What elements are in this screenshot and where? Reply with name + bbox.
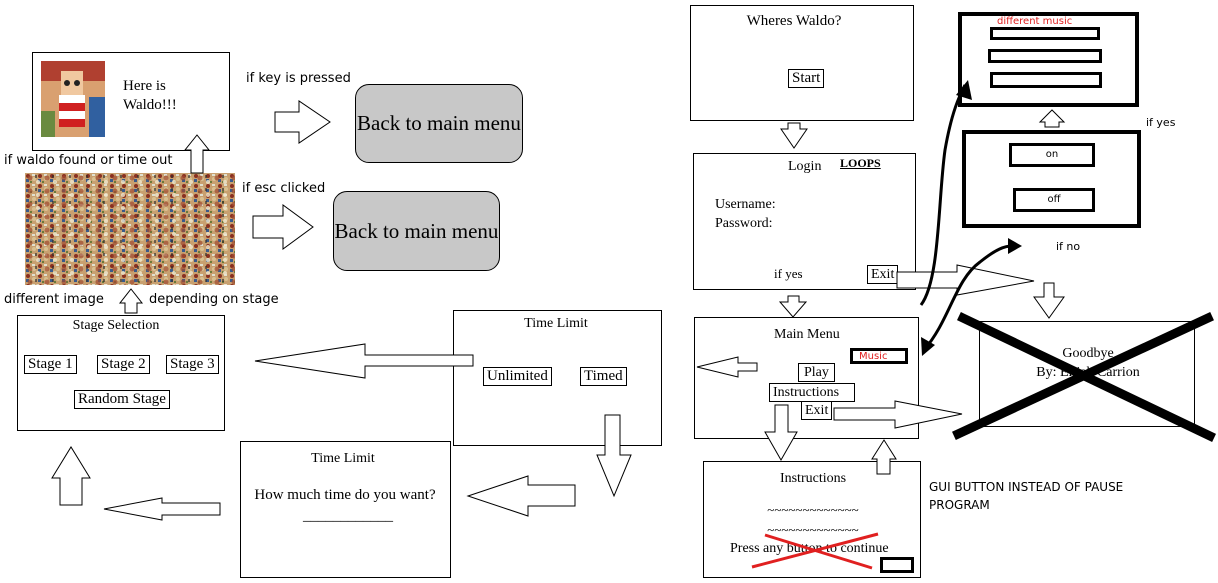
- wheres-waldo-title: Wheres Waldo?: [746, 13, 842, 29]
- here-is-line-1: Here is: [123, 78, 166, 94]
- if-yes-side-label: if yes: [1146, 116, 1176, 129]
- instructions-tilde-1: ~~~~~~~~~~~~~: [767, 502, 859, 517]
- instructions-tilde-2: ~~~~~~~~~~~~~: [767, 522, 859, 537]
- arrow-up-to-stage: [51, 446, 91, 506]
- music-option-bar-2[interactable]: [988, 49, 1102, 63]
- stage-3-button[interactable]: Stage 3: [166, 355, 219, 374]
- time-input-field[interactable]: ____________: [303, 508, 393, 524]
- main-menu-title: Main Menu: [774, 327, 840, 342]
- arrow-down-to-goodbye: [1033, 282, 1065, 319]
- arrow-left-bottom: [103, 497, 221, 521]
- arrow-left-to-stage: [254, 343, 474, 379]
- curve-arrowhead-toggle: [1008, 238, 1022, 254]
- if-waldo-found-label: if waldo found or time out: [4, 153, 173, 168]
- back-to-main-menu-button-1[interactable]: Back to main menu: [355, 84, 523, 163]
- waldo-portrait-image: [41, 61, 105, 137]
- different-music-label: different music: [997, 16, 1073, 27]
- time-limit-options-title: Time Limit: [524, 316, 588, 331]
- press-any-button-label: Press any button to continue: [730, 541, 889, 556]
- goodbye-byline: By: Elijah Carrion: [1036, 365, 1140, 380]
- unlimited-button[interactable]: Unlimited: [483, 367, 552, 386]
- stage-selection-box: Stage Selection Stage 1 Stage 2 Stage 3 …: [17, 315, 225, 431]
- music-option-bar-3[interactable]: [990, 72, 1102, 88]
- username-label: Username:: [715, 197, 776, 212]
- music-option-bar-1[interactable]: [990, 27, 1100, 40]
- time-limit-options-box: Time Limit Unlimited Timed: [453, 310, 662, 446]
- music-toggle-box: on off: [962, 130, 1141, 228]
- here-is-line-2: Waldo!!!: [123, 97, 177, 113]
- curve-arrowhead-main: [921, 337, 935, 356]
- if-key-pressed-label: if key is pressed: [246, 71, 351, 86]
- goodbye-box: Goodbye By: Elijah Carrion: [979, 321, 1195, 427]
- login-exit-button[interactable]: Exit: [867, 265, 899, 284]
- music-off-button[interactable]: off: [1013, 188, 1095, 212]
- music-button[interactable]: Music: [850, 348, 908, 364]
- password-label: Password:: [715, 216, 773, 231]
- if-no-label: if no: [1056, 240, 1081, 253]
- stage-1-button[interactable]: Stage 1: [24, 355, 77, 374]
- time-limit-input-title: Time Limit: [311, 451, 375, 466]
- login-title: Login: [788, 159, 822, 174]
- instructions-title: Instructions: [779, 471, 847, 486]
- arrow-right-to-back-1: [274, 100, 331, 144]
- music-on-button[interactable]: on: [1009, 143, 1095, 167]
- gui-note-line-2: PROGRAM: [929, 498, 990, 512]
- main-exit-button[interactable]: Exit: [801, 401, 833, 420]
- random-stage-button[interactable]: Random Stage: [74, 390, 170, 409]
- stage-2-button[interactable]: Stage 2: [97, 355, 150, 374]
- arrow-down-to-login: [780, 122, 808, 149]
- instructions-box: Instructions ~~~~~~~~~~~~~ ~~~~~~~~~~~~~…: [703, 461, 921, 578]
- login-if-yes-label: if yes: [774, 266, 803, 281]
- different-image-label: different image: [4, 292, 104, 307]
- gui-note-line-1: GUI BUTTON INSTEAD OF PAUSE: [929, 480, 1124, 494]
- loops-label: LOOPS: [840, 156, 881, 170]
- arrow-down-to-main: [778, 295, 808, 318]
- arrow-up-to-image: [118, 288, 144, 314]
- time-question-label: How much time do you want?: [254, 487, 436, 503]
- arrow-left-from-input: [466, 475, 576, 517]
- curve-to-music-box: [919, 84, 967, 306]
- arrow-right-to-back-2: [252, 204, 314, 250]
- login-box: Login LOOPS Username: Password: if yes E…: [693, 153, 916, 290]
- timed-button[interactable]: Timed: [580, 367, 627, 386]
- stage-selection-title: Stage Selection: [72, 318, 160, 333]
- time-limit-input-box: Time Limit How much time do you want? __…: [240, 441, 451, 578]
- start-button[interactable]: Start: [788, 69, 825, 88]
- gui-continue-button[interactable]: [880, 557, 914, 573]
- depending-on-stage-label: depending on stage: [149, 292, 279, 307]
- back-to-main-menu-button-2[interactable]: Back to main menu: [333, 191, 500, 271]
- arrow-up-to-music-box: [1038, 109, 1066, 128]
- play-button[interactable]: Play: [798, 363, 835, 382]
- main-menu-box: Main Menu Music Play Instructions Exit: [694, 317, 919, 439]
- here-is-waldo-box: Here is Waldo!!!: [32, 52, 230, 151]
- arrow-right-login-exit: [896, 264, 1035, 296]
- music-settings-box: different music: [958, 12, 1139, 107]
- waldo-crowd-image: [25, 173, 235, 285]
- instructions-button[interactable]: Instructions: [769, 383, 855, 402]
- title-screen-box: Wheres Waldo? Start: [690, 5, 914, 121]
- if-esc-clicked-label: if esc clicked: [242, 181, 326, 196]
- goodbye-title: Goodbye: [1062, 346, 1114, 361]
